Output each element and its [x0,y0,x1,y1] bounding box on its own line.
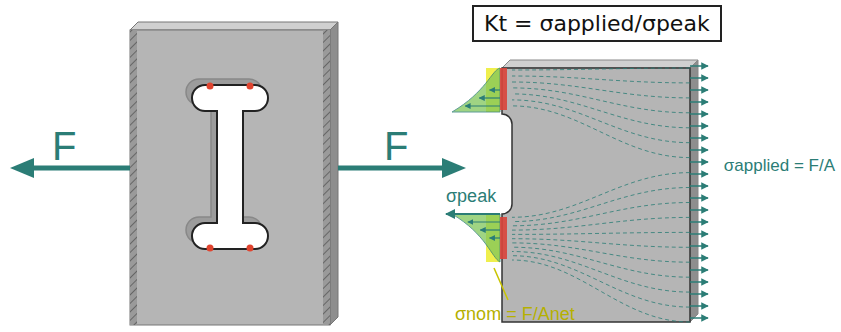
nominal-stress-label: σnom = F/Anet [455,304,575,325]
plate [130,22,338,325]
force-label: F [384,124,408,169]
formula-text: Kt = σapplied/σpeak [484,11,710,36]
section-plate [446,60,708,322]
formula-box: Kt = σapplied/σpeak [472,5,722,42]
applied-stress-label: σapplied = F/A [724,156,835,176]
peak-stress-label: σpeak [446,186,496,207]
force-label: F [52,124,76,169]
